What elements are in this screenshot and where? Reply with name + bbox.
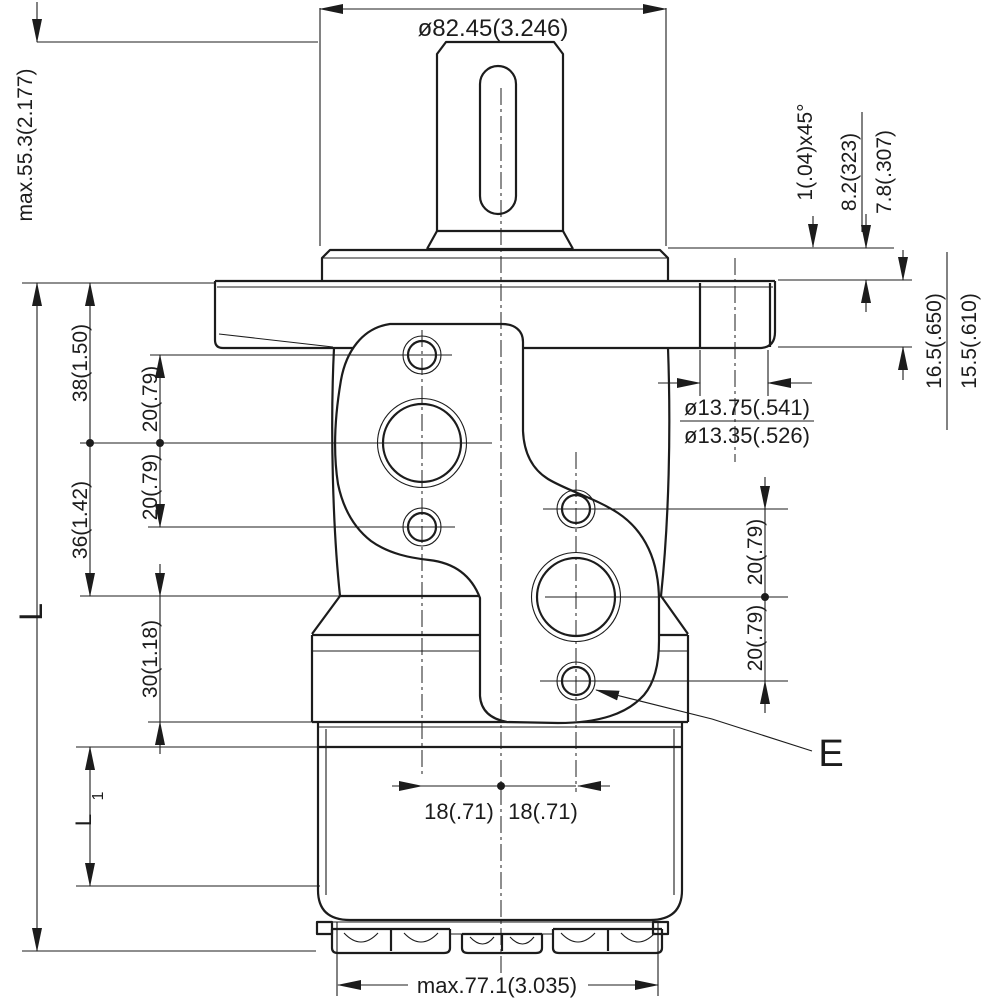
label-flange-height-max: 16.5(.650) [923, 293, 946, 389]
label-bolt-hole-max: ø13.75(.541) [684, 395, 810, 420]
label-port-18-right: 18(.71) [508, 799, 578, 824]
label-pilot-height-max: 8.2(323) [838, 133, 861, 211]
label-max-shaft-length: max.55.3(2.177) [14, 69, 37, 222]
label-dim-30: 30(1.18) [139, 620, 162, 698]
label-dim-36: 36(1.42) [69, 481, 92, 559]
label-port-e: E [818, 733, 843, 775]
label-body-width: max.77.1(3.035) [417, 973, 577, 998]
label-port-20-upper: 20(.79) [744, 519, 767, 586]
label-port-20-lower: 20(.79) [744, 605, 767, 672]
dimension-lines [22, 2, 948, 996]
label-chamfer: 1(.04)x45° [794, 103, 817, 200]
keyway-slot [478, 64, 518, 216]
end-cover-outline [316, 722, 684, 922]
label-dim-20-upper: 20(.79) [139, 366, 162, 433]
port-plate [334, 322, 661, 725]
e-leader-line [595, 689, 813, 752]
flange-bolt-pocket [698, 283, 772, 347]
label-flange-height-min: 15.5(.610) [958, 293, 981, 389]
label-dim-38: 38(1.50) [69, 324, 92, 402]
pilot-neck-outline [320, 248, 670, 281]
label-dim-l1: L [71, 814, 96, 826]
label-dim-20-lower: 20(.79) [139, 454, 162, 521]
dimension-labels: ø82.45(3.246) max.55.3(2.177) 1(.04)x45°… [13, 15, 981, 998]
label-port-18-left: 18(.71) [424, 799, 494, 824]
label-bolt-hole-min: ø13.35(.526) [684, 423, 810, 448]
shaft-outline [426, 40, 574, 251]
label-dim-l: L [13, 603, 49, 621]
mounting-nuts [315, 920, 670, 955]
label-dim-l1-sub: 1 [90, 791, 107, 800]
label-pilot-height-min: 7.8(.307) [873, 130, 896, 214]
label-shaft-diameter: ø82.45(3.246) [418, 15, 569, 42]
